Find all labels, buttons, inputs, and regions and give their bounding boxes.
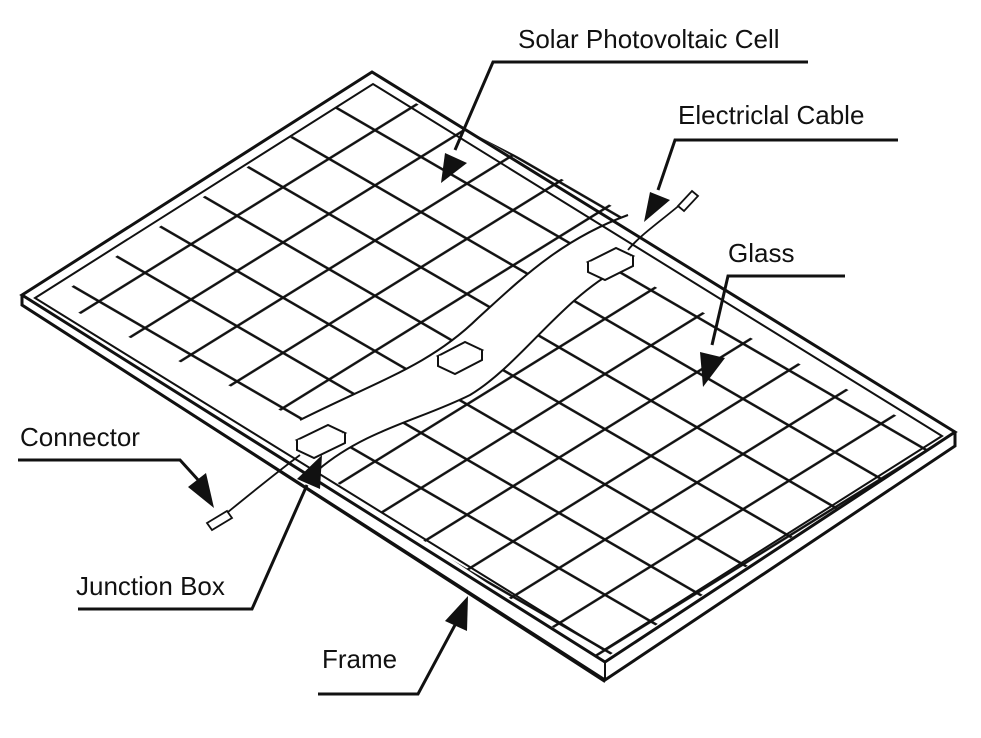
leader-cable xyxy=(644,138,898,222)
label-frame: Frame xyxy=(322,644,397,674)
label-glass: Glass xyxy=(728,238,794,268)
leader-glass xyxy=(700,274,845,387)
glass-cut-edges xyxy=(299,214,629,471)
connector-bottom xyxy=(205,509,234,532)
leader-solar-cell xyxy=(441,60,808,183)
junction-box-top xyxy=(585,246,636,282)
leader-junction-box xyxy=(78,455,322,611)
label-solar-cell: Solar Photovoltaic Cell xyxy=(518,24,780,54)
label-junction-box: Junction Box xyxy=(76,571,225,601)
label-cable: Electriclal Cable xyxy=(678,100,864,130)
leader-connector xyxy=(18,458,214,508)
leader-frame xyxy=(318,596,468,696)
junction-box-middle xyxy=(435,340,485,376)
junction-box-bottom xyxy=(294,423,348,460)
connector-top xyxy=(676,189,700,213)
label-connector: Connector xyxy=(20,422,140,452)
